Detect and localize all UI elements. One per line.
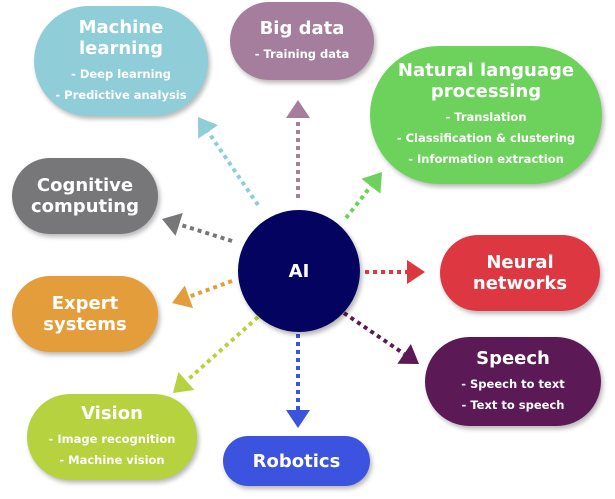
arrow-shaft [342,311,406,356]
node-item-list: Training data [255,44,350,65]
arrow-head [173,372,195,393]
node-machine-learning: Machine learningDeep learningPredictive … [34,6,208,116]
ai-hub-node: AI [238,210,360,332]
arrow-robotics [286,334,310,428]
node-vision: VisionImage recognitionMachine vision [27,394,197,480]
arrow-head [407,260,425,284]
node-neural-networks: Neural networks [440,235,600,311]
node-title: Natural language processing [397,60,575,102]
arrow-shaft [185,315,260,383]
node-item: Predictive analysis [55,85,186,106]
node-cognitive-computing: Cognitive computing [12,158,158,234]
hub-label: AI [288,260,310,282]
node-item: Text to speech [461,395,565,416]
node-title: Robotics [252,450,341,472]
arrow-big-data [286,100,310,198]
node-robotics: Robotics [223,436,370,486]
node-title: Big data [259,17,345,39]
node-title: Vision [81,403,143,424]
arrow-cognitive-computing [162,212,233,243]
arrow-shaft [178,222,233,243]
arrow-nlp [344,172,382,220]
node-item-list: Deep learningPredictive analysis [55,64,186,106]
node-item-list: TranslationClassification & clusteringIn… [397,107,576,170]
node-item-list: Image recognitionMachine vision [49,429,176,471]
arrow-neural-networks [365,260,425,284]
arrow-vision [173,315,260,393]
node-item: Speech to text [461,374,565,395]
node-speech: SpeechSpeech to textText to speech [425,337,601,426]
arrow-head [286,410,310,428]
node-item: Machine vision [49,450,176,471]
node-title: Machine learning [78,16,164,59]
node-item: Classification & clustering [397,128,576,149]
node-item: Deep learning [55,64,186,85]
node-expert-systems: Expert systems [12,276,158,352]
arrow-head [172,285,194,309]
node-item: Translation [397,107,575,128]
arrow-speech [342,311,419,364]
node-item: Training data [255,44,350,65]
node-title: Cognitive computing [31,175,139,217]
node-item: Information extraction [397,149,575,170]
arrow-head [198,117,219,139]
arrow-head [397,343,419,364]
arrow-machine-learning [198,117,260,207]
arrow-shaft [188,279,233,299]
node-title: Speech [476,347,550,369]
arrow-shaft [344,184,373,220]
arrow-head [361,172,382,194]
arrow-head [286,100,310,118]
node-nlp: Natural language processingTranslationCl… [370,46,602,184]
arrow-head [162,212,183,236]
arrow-shaft [206,130,260,207]
node-item: Image recognition [49,429,175,450]
arrow-expert-systems [172,279,233,309]
node-item-list: Speech to textText to speech [461,374,565,416]
node-big-data: Big dataTraining data [230,2,374,80]
node-title: Expert systems [43,293,127,335]
node-title: Neural networks [472,252,568,294]
